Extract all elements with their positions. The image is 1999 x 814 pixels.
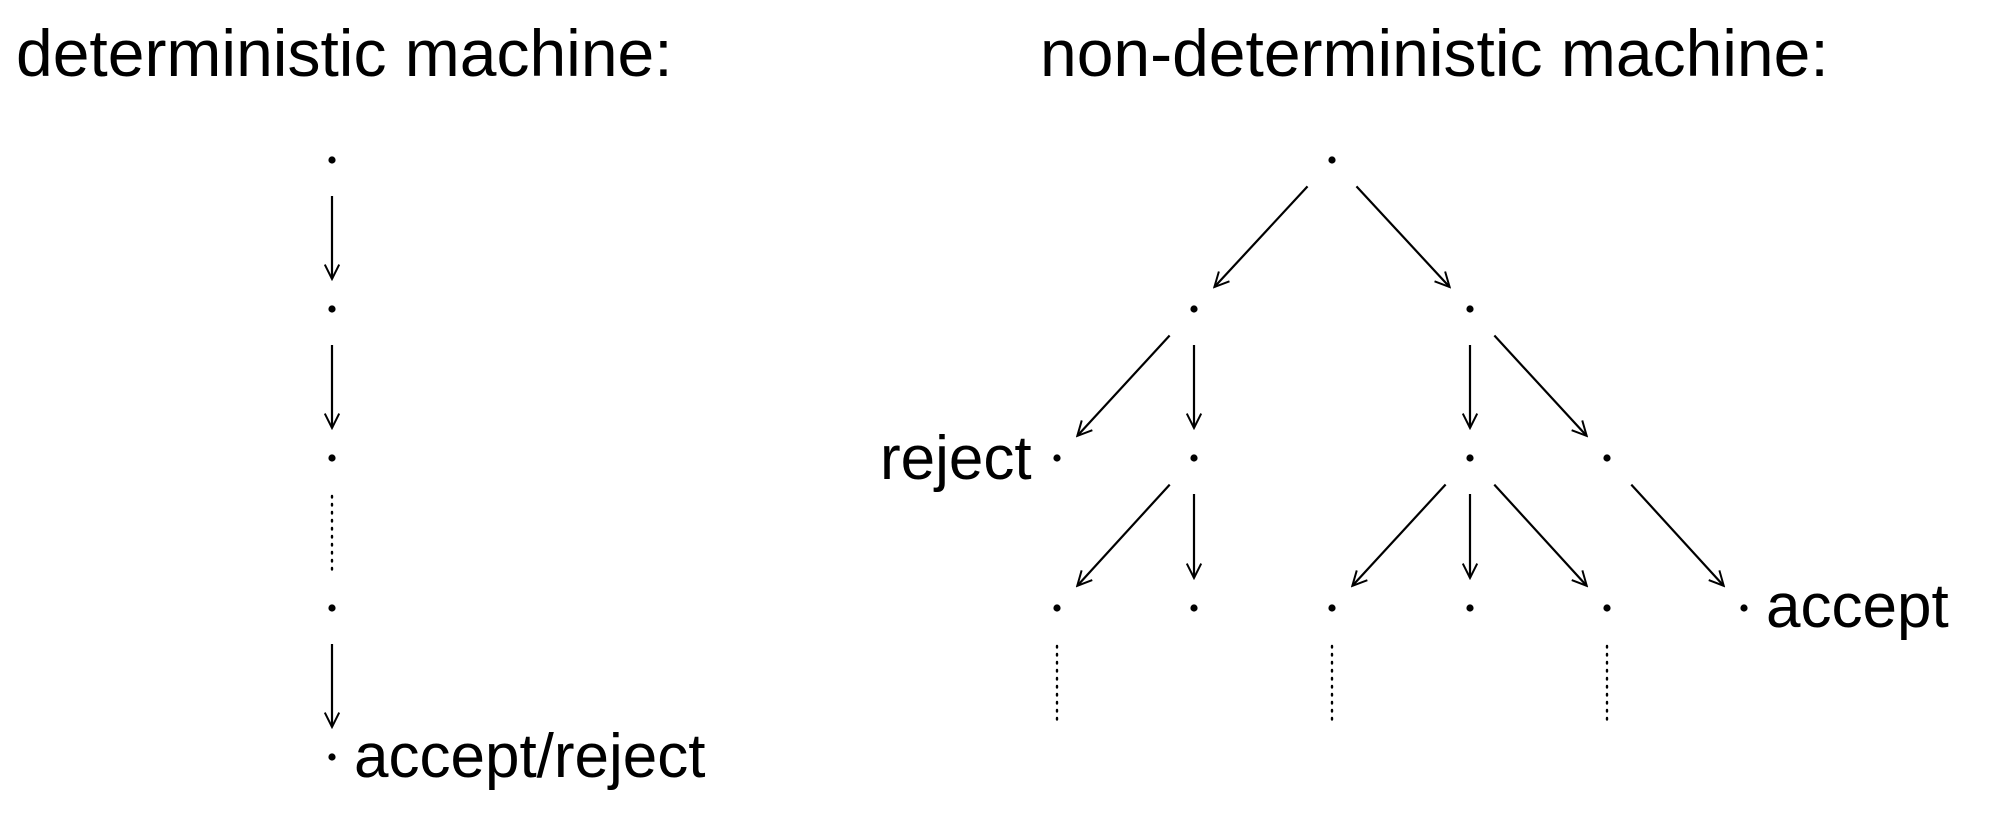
state-dot-d2 <box>328 454 336 462</box>
arrow-n1b-n2d <box>1493 334 1586 436</box>
deterministic-title: deterministic machine: <box>16 16 673 90</box>
state-dot-n1b <box>1466 305 1474 313</box>
state-dot-d3 <box>328 604 336 612</box>
nondeterministic-computation-tree <box>1053 156 1748 723</box>
arrow-n2d-n3f <box>1630 483 1723 586</box>
state-dot-n2b <box>1190 454 1198 462</box>
state-dot-n2a <box>1053 454 1061 462</box>
state-dot-n3b <box>1190 604 1198 612</box>
arrow-n0-n1a <box>1214 185 1309 287</box>
arrow-n2b-n3a <box>1077 483 1171 586</box>
arrow-n2c-n3c <box>1352 483 1447 585</box>
state-dot-n2d <box>1603 454 1611 462</box>
state-dot-d0 <box>328 156 336 164</box>
deterministic-accept-reject-label: accept/reject <box>354 722 706 791</box>
deterministic-computation-path <box>328 156 336 761</box>
arrow-n0-n1b <box>1355 185 1449 287</box>
state-dot-d1 <box>328 305 336 313</box>
state-dot-n0 <box>1328 156 1336 164</box>
accept-label: accept <box>1766 572 1949 641</box>
state-dot-n3a <box>1053 604 1061 612</box>
state-dot-n3d <box>1466 604 1474 612</box>
arrow-n1a-n2a <box>1077 334 1171 436</box>
state-dot-n3c <box>1328 604 1336 612</box>
state-dot-n1a <box>1190 305 1198 313</box>
state-dot-n2c <box>1466 454 1474 462</box>
arrow-n2c-n3e <box>1493 483 1586 586</box>
state-dot-d4 <box>328 753 336 761</box>
state-dot-n3f <box>1740 604 1748 612</box>
nondeterministic-title: non-deterministic machine: <box>1040 16 1829 90</box>
reject-label: reject <box>880 424 1032 493</box>
state-dot-n3e <box>1603 604 1611 612</box>
